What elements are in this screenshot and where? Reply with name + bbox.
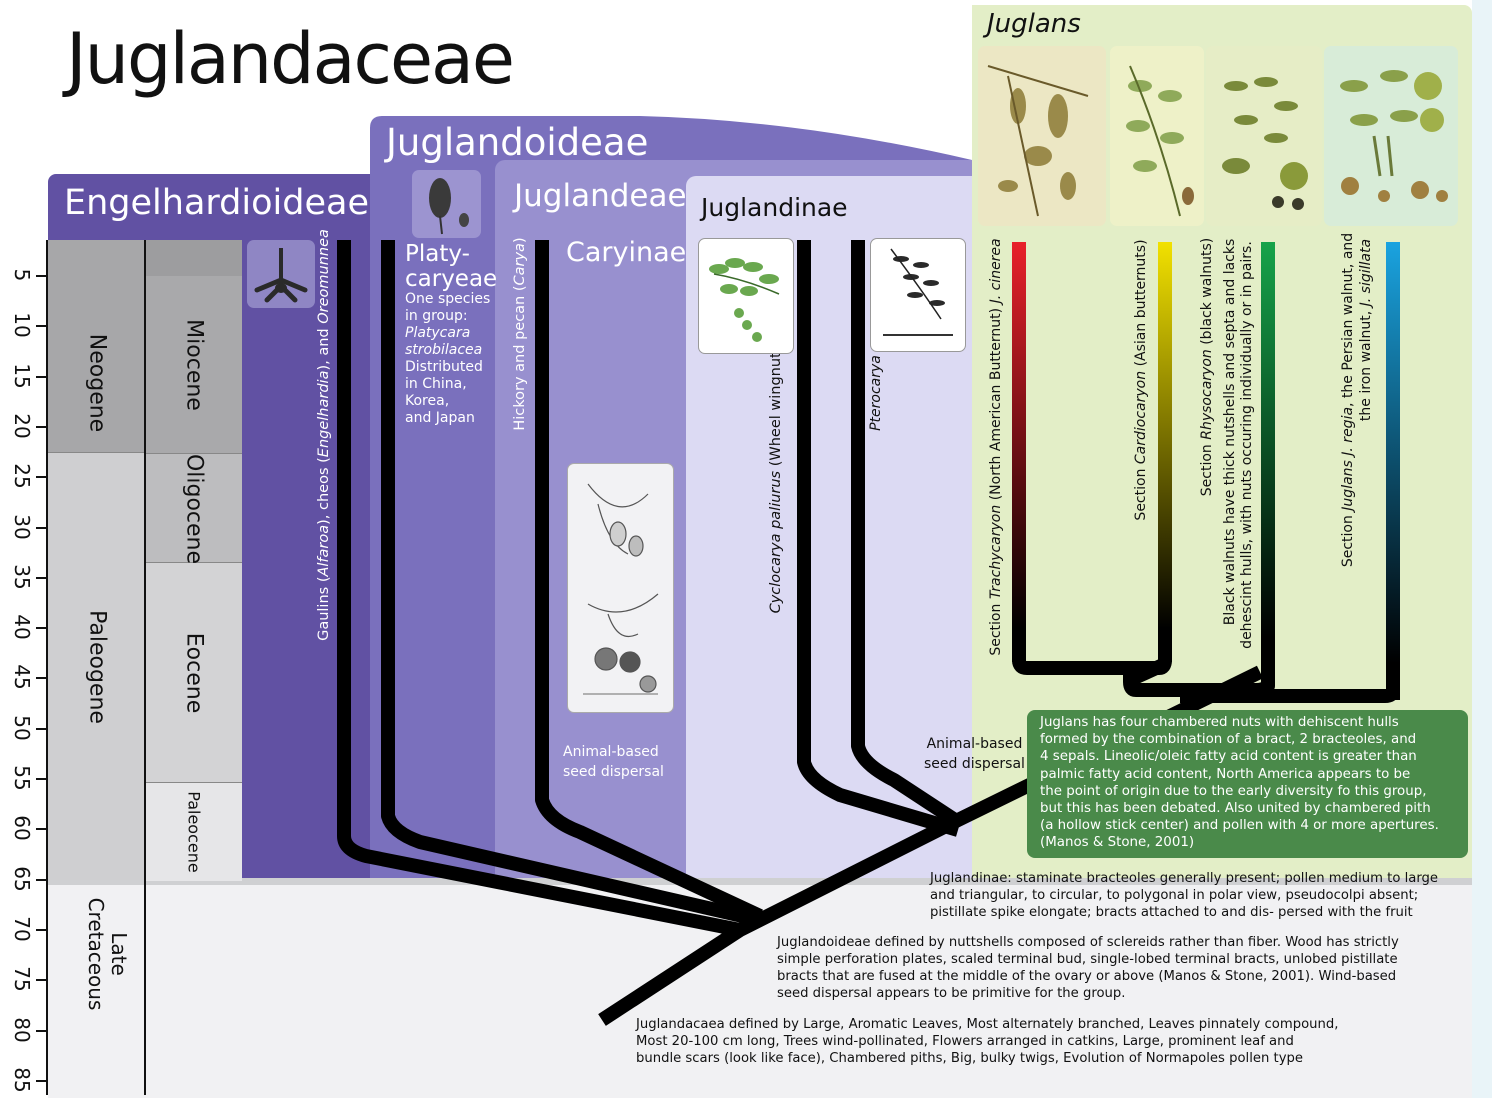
juglandaceae-note-line: Juglandacaea defined by Large, Aromatic … bbox=[636, 1016, 1338, 1033]
juglans-note-line: formed by the combination of a bract, 2 … bbox=[1040, 731, 1439, 748]
engelhardia-fruit-illustration bbox=[247, 240, 315, 308]
animal-dispersal-line: seed dispersal bbox=[924, 754, 1025, 774]
trachycaryon-illustration bbox=[978, 46, 1106, 226]
juglandaceae-note-line: bundle scars (look like face), Chambered… bbox=[636, 1050, 1338, 1067]
juglandoideae-note-line: simple perforation plates, scaled termin… bbox=[777, 951, 1399, 968]
animal-dispersal-line: Animal-based bbox=[563, 742, 664, 762]
juglans-note-text: Juglans has four chambered nuts with deh… bbox=[1040, 714, 1439, 852]
juglandoideae-note-line: bracts that are fused at the middle of t… bbox=[777, 968, 1399, 985]
label-carya: Hickory and pecan (Carya) bbox=[512, 237, 528, 430]
cardiocaryon-illustration bbox=[1110, 46, 1204, 226]
juglandinae-note-line: pistillate spike elongate; bracts attach… bbox=[930, 904, 1438, 921]
label-juglans-section-2: the iron walnut, J. sigillata bbox=[1358, 239, 1374, 421]
cyclocarya-illustration bbox=[698, 238, 794, 354]
juglandinae-note-line: and triangular, to circular, to polygona… bbox=[930, 887, 1438, 904]
juglans-regia-illustration bbox=[1324, 46, 1458, 226]
label-engelhardioideae: Gaulins (Alfaroa), cheos (Engelhardia), … bbox=[316, 229, 332, 641]
juglans-note-line: (a hollow stick center) and pollen with … bbox=[1040, 817, 1439, 834]
label-cyclocarya: Cyclocarya paliurus (Wheel wingnut) bbox=[768, 347, 784, 614]
juglans-note-line: palmic fatty acid content, North America… bbox=[1040, 766, 1439, 783]
label-rhysocaryon-desc-2: dehescint hulls, with nuts occuring indi… bbox=[1239, 241, 1255, 649]
juglandoideae-note-line: seed dispersal appears to be primitive f… bbox=[777, 985, 1399, 1002]
juglans-note-line: 4 sepals. Lineolic/oleic fatty acid cont… bbox=[1040, 748, 1439, 765]
platycarya-cone-illustration bbox=[412, 170, 481, 238]
rhysocaryon-illustration bbox=[1206, 46, 1322, 226]
juglans-note-line: the point of origin due to the early div… bbox=[1040, 783, 1439, 800]
animal-dispersal-line: Animal-based bbox=[924, 734, 1025, 754]
juglandinae-note: Juglandinae: staminate bracteoles genera… bbox=[930, 870, 1438, 921]
label-trachycaryon: Section Trachycaryon (North American But… bbox=[988, 238, 1004, 655]
animal-dispersal-caryinae: Animal-based seed dispersal bbox=[563, 742, 664, 782]
juglans-note-line: (Manos & Stone, 2001) bbox=[1040, 834, 1439, 851]
juglandoideae-note-line: Juglandoideae defined by nuttshells comp… bbox=[777, 934, 1399, 951]
pterocarya-illustration bbox=[870, 238, 966, 352]
animal-dispersal-line: seed dispersal bbox=[563, 762, 664, 782]
label-juglans-section-1: Section Juglans J. regia, the Persian wa… bbox=[1340, 233, 1356, 567]
animal-dispersal-juglandinae: Animal-based seed dispersal bbox=[924, 734, 1025, 774]
juglandaceae-note-line: Most 20-100 cm long, Trees wind-pollinat… bbox=[636, 1033, 1338, 1050]
juglandaceae-note: Juglandacaea defined by Large, Aromatic … bbox=[636, 1016, 1338, 1067]
juglans-note-line: Juglans has four chambered nuts with deh… bbox=[1040, 714, 1439, 731]
label-rhysocaryon-desc-1: Black walnuts have thick nutshells and s… bbox=[1222, 239, 1238, 626]
label-pterocarya: Pterocarya bbox=[868, 355, 884, 431]
carya-botanical-illustration bbox=[567, 463, 674, 713]
label-rhysocaryon: Section Rhysocaryon (black walnuts) bbox=[1199, 238, 1215, 496]
juglans-note-line: but this has been debated. Also united b… bbox=[1040, 800, 1439, 817]
juglandinae-note-line: Juglandinae: staminate bracteoles genera… bbox=[930, 870, 1438, 887]
label-cardiocaryon: Section Cardiocaryon (Asian butternuts) bbox=[1133, 239, 1149, 520]
juglandoideae-note: Juglandoideae defined by nuttshells comp… bbox=[777, 934, 1399, 1002]
